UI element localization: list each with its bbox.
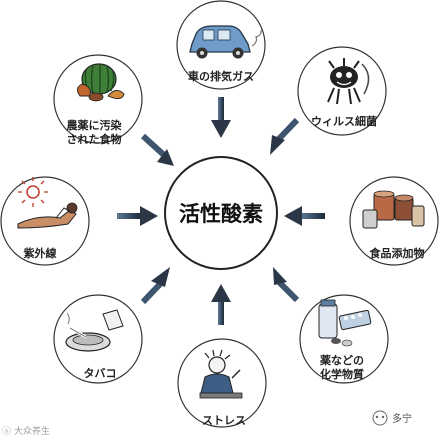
node-stress: ストレス xyxy=(177,338,267,428)
node-label-line: 食品添加物 xyxy=(370,246,425,260)
germ-icon xyxy=(327,58,370,105)
arrow-from-tobacco xyxy=(140,267,170,305)
arrow-from-stress xyxy=(211,284,231,325)
watermark-left: ⓢ 大众养生 xyxy=(2,425,50,437)
watermark-right-text: 多宁 xyxy=(392,412,412,425)
node-label-line: 紫外線 xyxy=(24,246,57,260)
center-label: 活性酸素 xyxy=(179,202,263,226)
produce-icon xyxy=(77,63,125,102)
node-label-line: された食物 xyxy=(67,132,122,146)
center-node: 活性酸素 xyxy=(164,156,278,270)
node-label-line: 農薬に汚染 xyxy=(67,118,123,132)
node-label-line: ウィルス細菌 xyxy=(311,114,377,128)
arrow-from-exhaust xyxy=(211,97,231,138)
pills-icon xyxy=(318,299,372,347)
arrow-from-virus xyxy=(270,117,300,155)
wechat-icon xyxy=(372,410,388,426)
node-virus: ウィルス細菌 xyxy=(297,46,387,136)
node-tobacco: タバコ xyxy=(53,294,143,384)
arrow-from-uv xyxy=(117,206,158,226)
arrow-from-medicine xyxy=(273,267,300,303)
node-uv: 紫外線 xyxy=(0,176,90,266)
node-label-line: 薬などの xyxy=(320,353,364,367)
node-label-line: 車の排気ガス xyxy=(188,69,254,83)
node-label-line: ストレス xyxy=(202,414,246,427)
watermark-left-text: 大众养生 xyxy=(14,425,50,437)
watermark-logo-icon: ⓢ xyxy=(2,426,11,437)
node-additives: 食品添加物 xyxy=(349,176,439,266)
watermark-right: 多宁 xyxy=(372,410,412,426)
ashtray-icon xyxy=(65,309,124,352)
stressed-person-icon xyxy=(199,349,243,399)
arrow-from-pesticide xyxy=(140,133,174,166)
arrows-group xyxy=(117,97,325,325)
node-label-line: 化学物質 xyxy=(320,367,364,381)
node-label-line: タバコ xyxy=(84,367,117,380)
car-icon xyxy=(189,25,262,59)
sunbathing-icon xyxy=(17,177,78,229)
canned-food-icon xyxy=(362,190,425,229)
node-exhaust: 車の排気ガス xyxy=(176,0,266,90)
arrow-from-additives xyxy=(284,206,325,226)
node-pesticide: 農薬に汚染 された食物 xyxy=(53,54,143,146)
node-medicine: 薬などの 化学物質 xyxy=(299,294,389,384)
